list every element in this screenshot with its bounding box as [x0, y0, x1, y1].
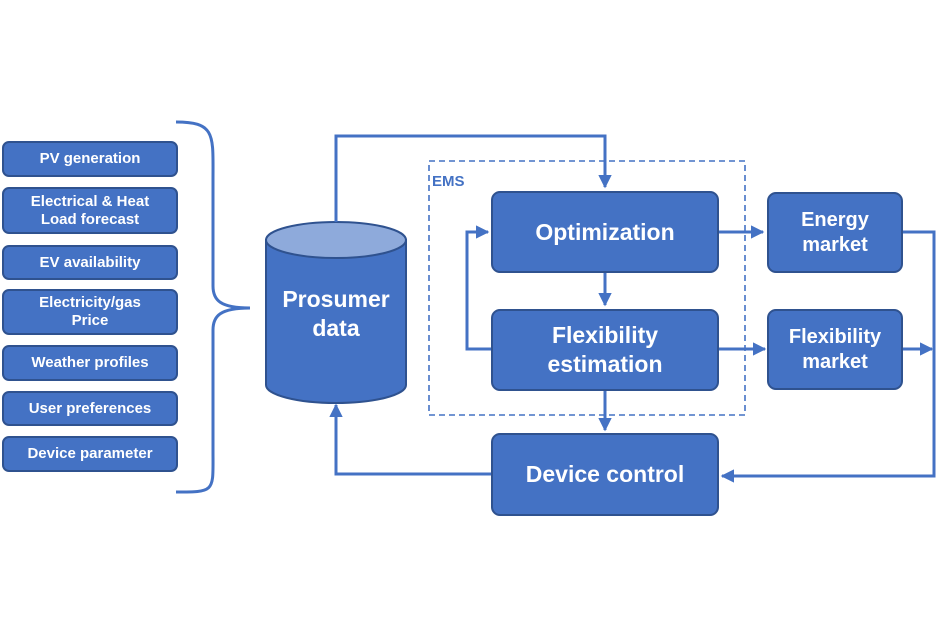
flexibility-market-block: Flexibility market	[767, 309, 903, 390]
input-box: Electrical & Heat Load forecast	[2, 187, 178, 234]
arrow-energy-market-to-device-control	[720, 230, 936, 483]
input-box: PV generation	[2, 141, 178, 177]
arrow-data-to-optimization	[334, 134, 612, 222]
optimization-block: Optimization	[491, 191, 719, 273]
energy-market-block: Energy market	[767, 192, 903, 273]
flexibility-market-label: Flexibility market	[788, 325, 882, 373]
input-box: Weather profiles	[2, 345, 178, 381]
flexibility-estimation-block: Flexibility estimation	[491, 309, 719, 391]
input-label: EV availability	[39, 253, 141, 271]
input-box: User preferences	[2, 391, 178, 426]
arrow-flexibility-to-optimization	[465, 225, 492, 351]
device-control-label: Device control	[525, 461, 685, 487]
input-box: Device parameter	[2, 436, 178, 472]
ems-label: EMS	[432, 173, 465, 190]
ems-boundary	[428, 160, 746, 416]
input-label: PV generation	[39, 150, 141, 167]
input-label: Device parameter	[27, 445, 153, 462]
input-label: Electricity/gas Price	[39, 294, 141, 329]
input-label: User preferences	[28, 399, 152, 417]
optimization-label: Optimization	[535, 218, 675, 245]
input-label: Weather profiles	[31, 354, 149, 371]
input-label: Electrical & Heat Load forecast	[30, 192, 150, 228]
prosumer-data-cylinder	[265, 221, 407, 404]
input-brace	[175, 120, 251, 494]
input-box: EV availability	[2, 245, 178, 280]
flexibility-estimation-label: Flexibility estimation	[547, 322, 663, 377]
energy-market-label: Energy market	[801, 208, 869, 256]
prosumer-data-label: Prosumer data	[282, 286, 390, 341]
device-control-block: Device control	[491, 433, 719, 516]
arrow-device-control-to-data	[329, 403, 492, 476]
input-box: Electricity/gas Price	[2, 289, 178, 335]
